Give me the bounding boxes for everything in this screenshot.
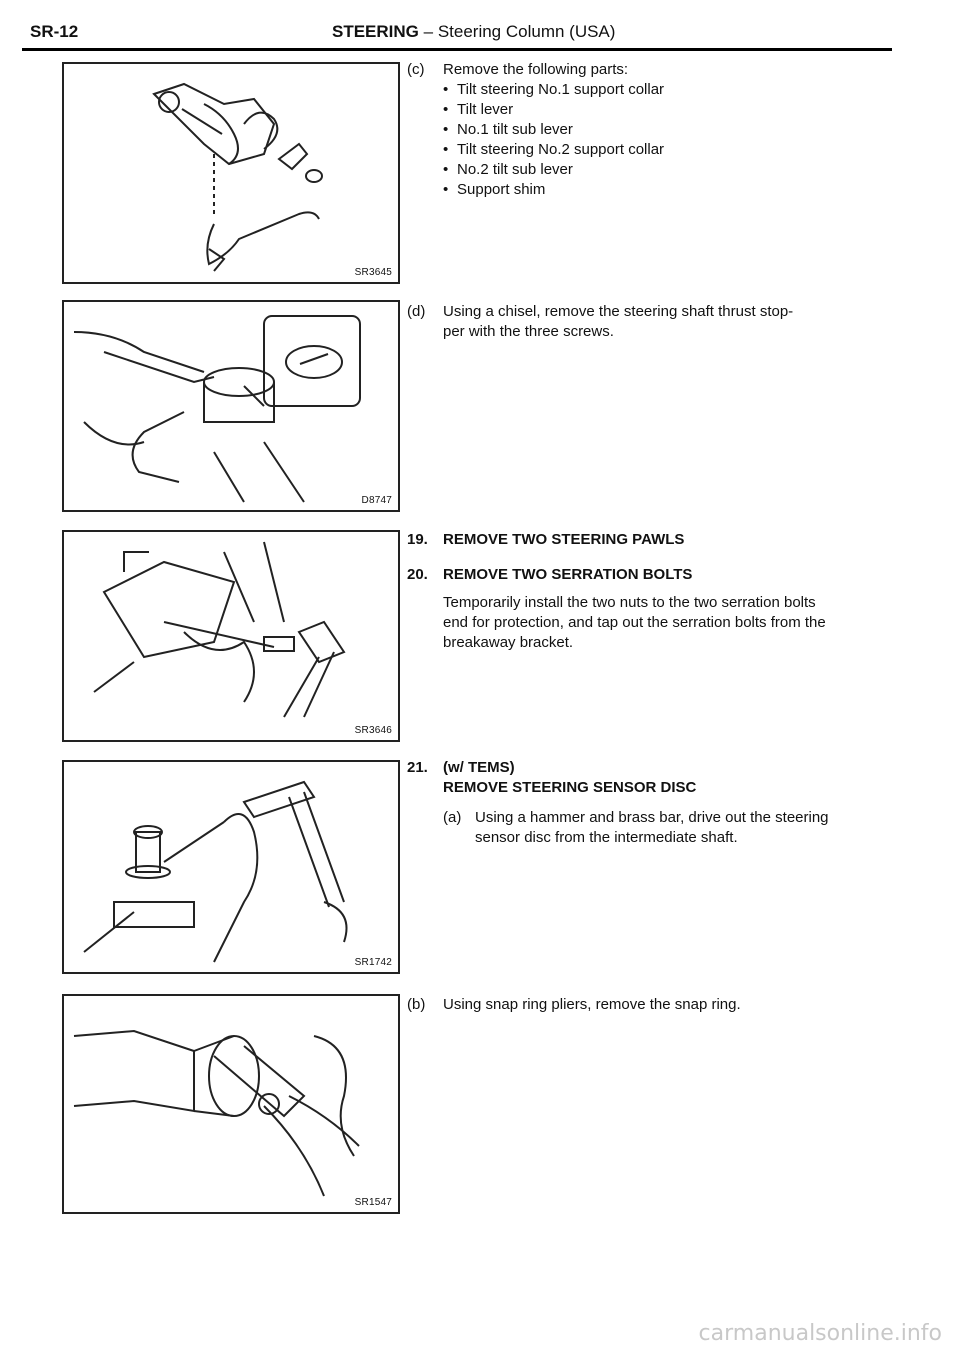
list-item: No.1 tilt sub lever <box>443 120 664 140</box>
step-21b-label: (b) <box>407 996 426 1013</box>
snap-ring-drawing <box>73 1029 360 1197</box>
step-21b-text: Using snap ring pliers, remove the snap … <box>443 996 741 1013</box>
figure-snap-ring: SR1547 <box>62 994 400 1214</box>
step-21-qualifier: (w/ TEMS) <box>443 759 515 776</box>
figure-code: SR1547 <box>354 1197 392 1208</box>
figure-sensor-disc: SR1742 <box>62 760 400 974</box>
step-d-label: (d) <box>407 303 426 320</box>
figure-serration-bolts: SR3646 <box>62 530 400 742</box>
step-20-line1: Temporarily install the two nuts to the … <box>443 594 816 611</box>
step-d-line1: Using a chisel, remove the steering shaf… <box>443 303 794 320</box>
step-21-number: 21. <box>407 759 428 776</box>
step-19-number: 19. <box>407 531 428 548</box>
page-title: STEERING – Steering Column (USA) <box>332 22 615 42</box>
step-d: (d) Using a chisel, remove the steering … <box>407 302 897 342</box>
step-d-line2: per with the three screws. <box>443 323 614 340</box>
figure-code: SR3646 <box>354 725 392 736</box>
step-21b: (b) Using snap ring pliers, remove the s… <box>407 995 887 1015</box>
figure-code: D8747 <box>361 495 392 506</box>
step-20-line2: end for protection, and tap out the serr… <box>443 614 826 631</box>
tilt-parts-drawing <box>152 82 323 272</box>
list-item: Tilt steering No.2 support collar <box>443 140 664 160</box>
watermark: carmanualsonline.info <box>698 1321 942 1346</box>
step-20-heading: REMOVE TWO SERRATION BOLTS <box>443 566 693 583</box>
step-21-heading: REMOVE STEERING SENSOR DISC <box>443 779 697 796</box>
step-21: 21. (w/ TEMS) REMOVE STEERING SENSOR DIS… <box>407 758 907 798</box>
sensor-disc-drawing <box>83 780 348 963</box>
figure-tilt-parts: SR3645 <box>62 62 400 284</box>
serration-bolts-drawing <box>93 541 346 718</box>
page-code: SR-12 <box>30 22 79 41</box>
step-19-heading: REMOVE TWO STEERING PAWLS <box>443 531 685 548</box>
title-dash: – <box>418 22 438 41</box>
figure-thrust-stopper: D8747 <box>62 300 400 512</box>
page-header: SR-12 STEERING – Steering Column (USA) <box>22 20 892 51</box>
step-20-line3: breakaway bracket. <box>443 634 574 651</box>
thrust-stopper-drawing <box>73 315 361 503</box>
step-c-label: (c) <box>407 61 425 78</box>
list-item: Support shim <box>443 180 664 200</box>
step-21a-line1: Using a hammer and brass bar, drive out … <box>475 809 829 826</box>
list-item: Tilt lever <box>443 100 664 120</box>
step-21a-label: (a) <box>443 809 462 826</box>
step-19: 19. REMOVE TWO STEERING PAWLS <box>407 530 897 550</box>
step-c-text: Remove the following parts: <box>443 61 629 78</box>
section-name: STEERING <box>332 22 419 41</box>
step-21a: (a) Using a hammer and brass bar, drive … <box>443 808 903 848</box>
list-item: No.2 tilt sub lever <box>443 160 664 180</box>
figure-code: SR1742 <box>354 957 392 968</box>
section-subtitle: Steering Column (USA) <box>437 22 616 41</box>
step-c: (c) Remove the following parts: <box>407 60 887 80</box>
step-20: 20. REMOVE TWO SERRATION BOLTS Temporari… <box>407 565 907 651</box>
figure-code: SR3645 <box>354 267 392 278</box>
list-item: Tilt steering No.1 support collar <box>443 80 664 100</box>
step-20-number: 20. <box>407 566 428 583</box>
step-21a-line2: sensor disc from the intermediate shaft. <box>475 829 738 846</box>
parts-list: Tilt steering No.1 support collar Tilt l… <box>443 80 664 200</box>
